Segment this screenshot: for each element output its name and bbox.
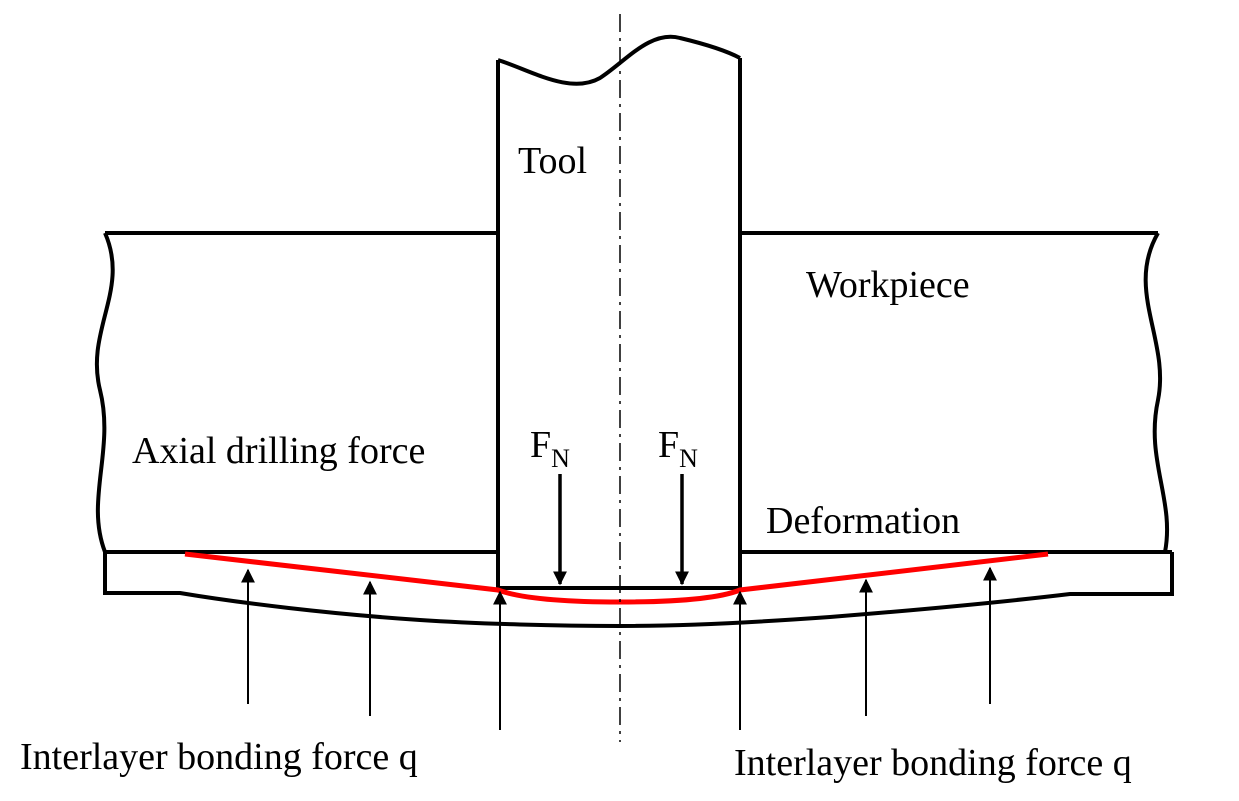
workpiece-right-outline [740, 231, 1172, 554]
force-subscript: N [551, 444, 570, 473]
workpiece-label: Workpiece [806, 264, 970, 306]
deformation-label: Deformation [766, 500, 961, 542]
tool-label: Tool [518, 140, 588, 182]
bonding-force-label-right: Interlayer bonding force q [734, 742, 1132, 784]
bonding-force-label-left: Interlayer bonding force q [20, 736, 418, 778]
tool-outline [496, 34, 742, 590]
force-fn-label-left: FN [530, 424, 570, 472]
force-subscript: N [679, 444, 698, 473]
deformation-curve [184, 551, 1049, 605]
force-symbol: F [530, 424, 552, 466]
force-symbol: F [658, 424, 680, 466]
axial-force-label: Axial drilling force [132, 430, 426, 472]
workpiece-left-outline [94, 231, 498, 554]
force-fn-label-right: FN [658, 424, 698, 472]
